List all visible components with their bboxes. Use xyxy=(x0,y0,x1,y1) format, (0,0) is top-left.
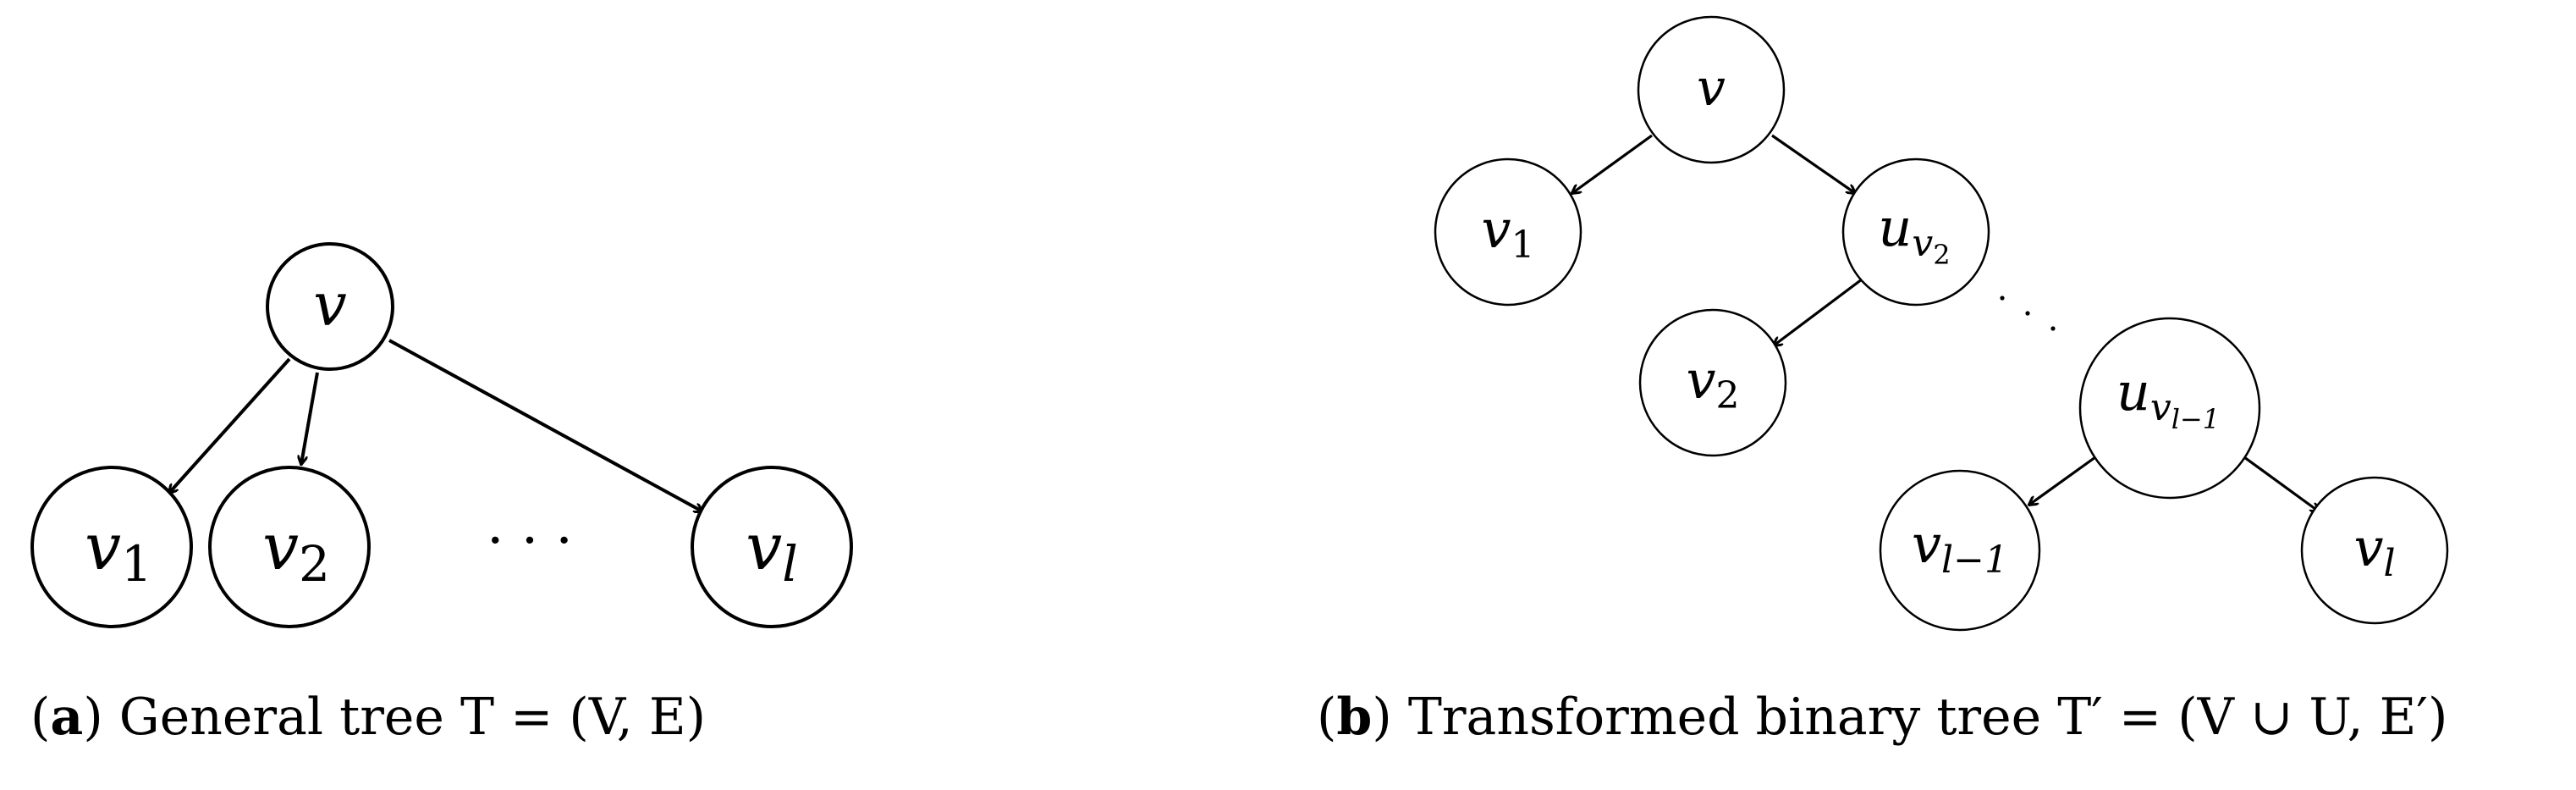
node-vl1-sub: l−1 xyxy=(1941,539,2008,582)
caption-b-text: Transformed binary tree T′ = (V ∪ U, E′) xyxy=(1407,688,2448,747)
node-uvl1: uvl−1 xyxy=(2078,317,2261,500)
node-vl1: vl−1 xyxy=(1879,469,2041,632)
node-vl-sub: l xyxy=(782,535,798,593)
node-v-b-label: v xyxy=(1697,58,1726,118)
node-v2-b-base: v xyxy=(1686,349,1715,411)
caption-b: (b) Transformed binary tree T′ = (V ∪ U,… xyxy=(1317,688,2448,747)
node-uv2-subsub: 2 xyxy=(1933,239,1950,271)
svg-text:v1: v1 xyxy=(1481,198,1534,267)
node-vl: vl xyxy=(691,466,853,628)
edge-uv2-v2 xyxy=(1774,278,1863,345)
svg-text:vl: vl xyxy=(2353,517,2395,585)
ellipsis-b xyxy=(2000,296,2056,331)
svg-text:v2: v2 xyxy=(1686,349,1739,417)
node-v-b: v xyxy=(1637,15,1786,164)
ellipsis-a: · · · xyxy=(487,510,573,572)
node-v2-base: v xyxy=(262,509,299,584)
svg-text:uv2: uv2 xyxy=(1878,196,1950,271)
node-v1-base: v xyxy=(85,509,121,584)
node-v: v xyxy=(266,242,394,371)
edge-v-vl xyxy=(388,339,702,511)
svg-text:v1: v1 xyxy=(85,509,152,593)
caption-a-tag: a xyxy=(50,688,84,747)
caption-b-tag: b xyxy=(1336,688,1373,747)
node-v-label: v xyxy=(313,270,347,340)
caption-a-text: General tree T = (V, E) xyxy=(118,688,707,747)
edge-uvl1-vl xyxy=(2243,456,2319,511)
node-vl-b-base: v xyxy=(2353,517,2383,578)
edge-v-v1-b xyxy=(1572,134,1653,193)
node-v2-b-sub: 2 xyxy=(1716,374,1740,417)
caption-a: (a) General tree T = (V, E) xyxy=(30,688,707,747)
node-vl-b: vl xyxy=(2300,476,2449,625)
panel-a-general-tree: v v1 v2 · · · vl xyxy=(30,242,853,628)
node-uv2-sub: v xyxy=(1912,222,1933,265)
node-uv2: uv2 xyxy=(1841,157,1990,307)
node-uvl1-base: u xyxy=(2116,361,2150,423)
svg-text:uvl−1: uvl−1 xyxy=(2116,361,2220,435)
node-v1: v1 xyxy=(30,466,193,628)
edge-uvl1-vl1 xyxy=(2029,456,2096,505)
node-uv2-base: u xyxy=(1878,196,1912,258)
node-vl1-base: v xyxy=(1912,513,1941,575)
svg-text:vl−1: vl−1 xyxy=(1912,513,2008,582)
svg-text:vl: vl xyxy=(746,509,798,593)
node-uvl1-subsub: l−1 xyxy=(2171,403,2220,435)
panel-b-binary-tree: v v1 uv2 v2 uvl−1 xyxy=(1434,15,2449,632)
edge-v-uv2 xyxy=(1771,134,1855,193)
node-v1-b: v1 xyxy=(1434,157,1582,307)
node-v1-b-base: v xyxy=(1481,198,1511,260)
svg-text:v2: v2 xyxy=(262,509,330,593)
node-vl-base: v xyxy=(746,509,782,584)
node-v1-sub: 1 xyxy=(121,535,152,593)
node-vl-b-sub: l xyxy=(2383,542,2395,585)
node-v2-sub: 2 xyxy=(299,535,330,593)
node-v2: v2 xyxy=(208,466,371,628)
node-uvl1-sub: v xyxy=(2150,386,2171,429)
node-v2-b: v2 xyxy=(1638,308,1787,457)
node-v1-b-sub: 1 xyxy=(1511,224,1535,267)
edge-v-v1 xyxy=(169,357,291,493)
edge-v-v2 xyxy=(301,372,319,464)
